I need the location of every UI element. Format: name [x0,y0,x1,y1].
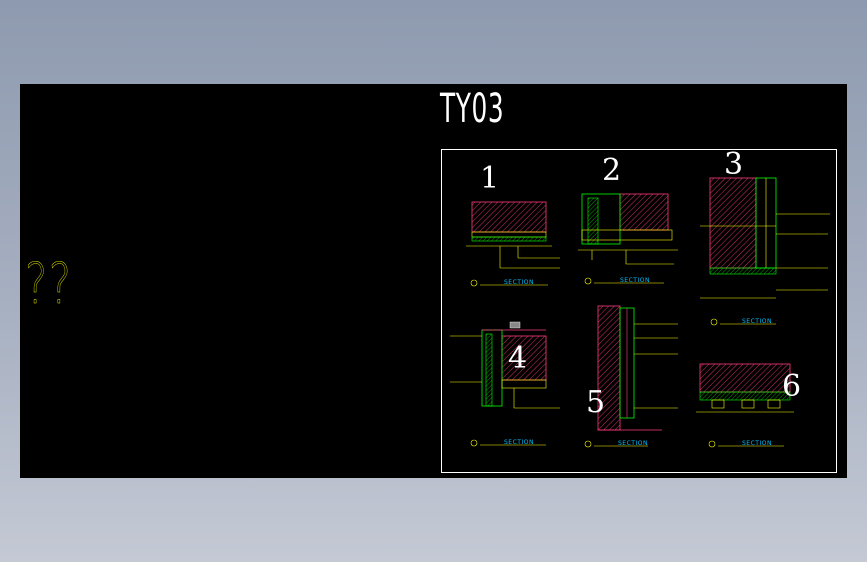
detail-caption: SECTION [618,440,648,447]
detail-4[interactable]: 4 SECTION [450,321,560,447]
detail-caption: SECTION [504,279,534,286]
detail-number: 5 [586,385,605,420]
detail-number: 2 [602,153,621,188]
detail-caption: SECTION [742,440,772,447]
detail-sheet-frame: 1 SECTION 2 SECTION [441,149,837,473]
detail-number: 1 [480,161,499,196]
drawing-title: TY03 [440,86,505,132]
detail-3[interactable]: 3 SECTION [700,150,830,326]
detail-number: 6 [782,369,801,404]
detail-sheet-drawing: 1 SECTION 2 SECTION [450,150,830,448]
detail-6[interactable]: 6 SECTION [696,363,801,448]
detail-2[interactable]: 2 SECTION [578,153,678,285]
detail-number: 4 [508,341,527,376]
detail-number: 3 [724,150,743,182]
detail-caption: SECTION [504,439,534,446]
detail-caption: SECTION [742,318,772,325]
detail-1[interactable]: 1 SECTION [466,161,560,287]
detail-5[interactable]: 5 SECTION [584,305,678,448]
detail-caption: SECTION [620,277,650,284]
unknown-marker: ?? [25,252,73,318]
